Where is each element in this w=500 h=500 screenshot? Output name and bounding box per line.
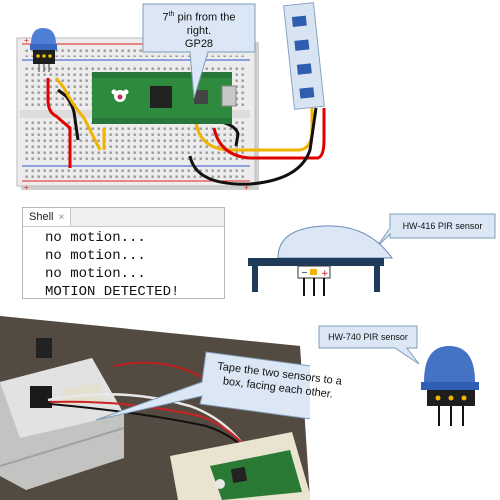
wire-black-right — [188, 107, 318, 186]
setup-photo — [0, 316, 310, 500]
pin-note-line2: right. — [186, 24, 212, 37]
shell-tabbar: Shell × — [23, 208, 224, 227]
wiring-diagram: + + + — [16, 2, 326, 192]
pin-note-gpio: GP28 — [184, 37, 214, 50]
pin-callout-bubble — [142, 3, 256, 99]
svg-text:+: + — [244, 183, 249, 192]
svg-text:+: + — [321, 269, 329, 279]
pin-callout-text: 7th pin from the right. GP28 — [145, 8, 253, 51]
pin-ordinal-suffix: th — [168, 11, 175, 18]
shell-line: no motion... — [45, 266, 146, 282]
wire-red-right — [212, 108, 326, 160]
shell-tab-label: Shell — [29, 211, 54, 223]
hw740-dome — [424, 346, 475, 382]
wire-black-left — [57, 88, 80, 141]
shell-line: no motion... — [45, 230, 146, 246]
close-icon[interactable]: × — [58, 211, 65, 223]
svg-text:+: + — [24, 183, 29, 192]
hw740-label-bubble — [318, 325, 420, 365]
photo-sensor-2 — [30, 386, 52, 408]
shell-output: no motion... no motion... no motion... M… — [23, 227, 224, 301]
hw740-label: HW-740 PIR sensor — [328, 332, 408, 342]
hw416-label-bubble — [375, 213, 496, 249]
tab-shell[interactable]: Shell × — [23, 208, 72, 226]
tape-callout-bubble — [95, 351, 310, 421]
shell-panel: Shell × no motion... no motion... no mot… — [22, 207, 225, 301]
shell-line: MOTION DETECTED! — [45, 284, 180, 300]
pir-sensor-strip — [283, 2, 325, 110]
pin-number: 7 — [162, 11, 169, 24]
pin-note-text: pin from the — [174, 11, 236, 24]
hw416-diagram: − + — [248, 213, 496, 296]
hw416-board — [248, 258, 384, 266]
wire-red-left — [46, 78, 72, 168]
svg-text:+: + — [24, 36, 29, 45]
photo-pico — [210, 450, 302, 500]
pico-board — [92, 72, 237, 124]
svg-text:−: − — [301, 268, 308, 277]
pir-sensor-small — [30, 28, 57, 72]
hw416-label: HW-416 PIR sensor — [402, 221, 483, 231]
shell-line: no motion... — [45, 248, 146, 264]
photo-sensor-1 — [36, 338, 52, 358]
hw740-diagram — [318, 325, 479, 426]
hw416-dome — [277, 225, 393, 259]
wire-yellow-left — [54, 77, 102, 151]
